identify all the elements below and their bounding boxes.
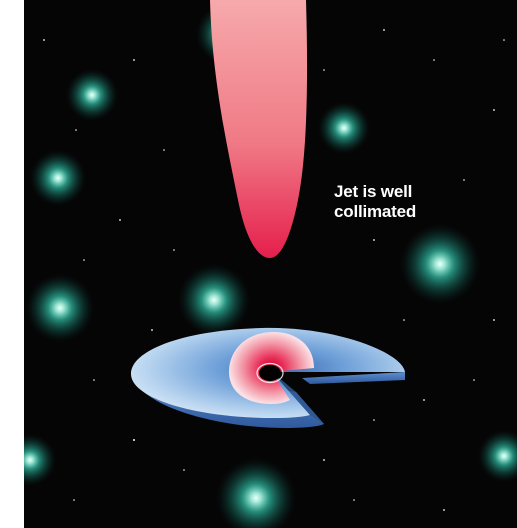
annotation-line-2: collimated <box>334 202 417 221</box>
glowing-star <box>24 434 56 486</box>
black-hole <box>259 365 281 381</box>
space-illustration: Jet is well collimated <box>24 0 517 528</box>
tiny-stars <box>43 29 505 511</box>
jet-annotation: Jet is well collimated <box>334 182 474 222</box>
jet-plume <box>210 0 308 258</box>
glowing-star <box>318 102 370 154</box>
space-scene-svg <box>24 0 517 528</box>
glowing-star <box>30 150 86 206</box>
black-hole-ring <box>256 362 284 384</box>
glowing-star <box>66 69 118 121</box>
disk-cut-wall <box>272 372 324 424</box>
annotation-line-1: Jet is well <box>334 182 413 201</box>
glowing-star <box>178 264 250 336</box>
glowing-star <box>478 430 517 482</box>
star-field <box>24 4 517 528</box>
glowing-star <box>400 224 480 304</box>
glowing-star <box>216 458 296 528</box>
accretion-disk-edge-right <box>302 372 405 384</box>
glowing-star <box>26 274 94 342</box>
